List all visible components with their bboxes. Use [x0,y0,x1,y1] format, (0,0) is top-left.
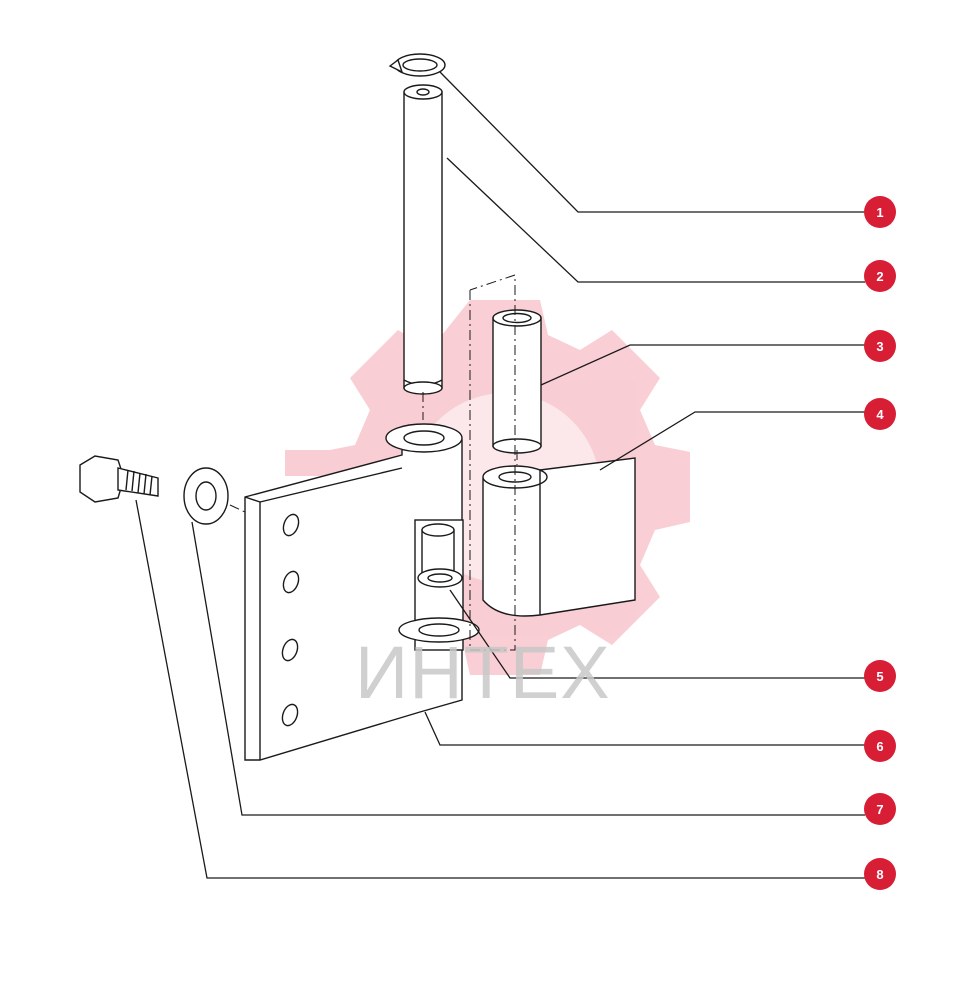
leader-lines [135,71,865,879]
callout-1: 1 [864,196,896,228]
watermark-text: ИНТЕХ [355,631,611,714]
leader-line-4 [599,411,865,471]
callout-4: 4 [864,398,896,430]
callout-5: 5 [864,660,896,692]
leader-line-6 [424,711,865,746]
callout-3: 3 [864,330,896,362]
callout-2: 2 [864,260,896,292]
leader-line-2 [446,157,865,283]
leader-line-5 [449,589,865,679]
callout-7: 7 [864,793,896,825]
assembly-axes [229,274,518,651]
leader-line-7 [191,521,865,816]
leader-line-1 [439,71,865,213]
leader-line-8 [135,499,865,879]
leader-line-3 [540,344,865,386]
callout-6: 6 [864,730,896,762]
callout-8: 8 [864,858,896,890]
hinge-drawing [79,53,636,761]
